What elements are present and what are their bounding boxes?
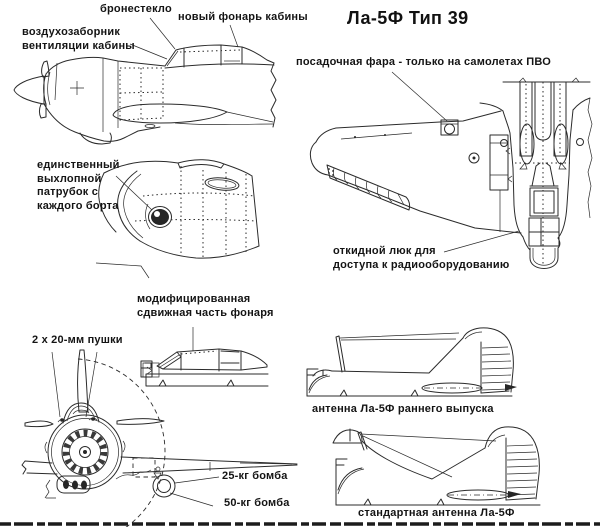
cannon-leaders <box>51 351 98 418</box>
lightening-hole <box>519 123 535 165</box>
oil-cooler <box>56 475 91 494</box>
fuselage-side-view-drawing <box>13 17 277 145</box>
antenna-wires-early <box>339 332 460 341</box>
tail-cone-bottom <box>529 247 559 269</box>
bomb25-leader <box>174 476 220 484</box>
propeller-blade-right <box>116 418 165 425</box>
armored-glass-leader <box>149 17 176 50</box>
top-opening <box>204 177 240 191</box>
stabilizer-attach-strips <box>519 81 567 157</box>
windscreen <box>164 49 177 67</box>
label-single-exhaust: единственный выхлопной патрубок с каждог… <box>37 159 120 212</box>
bomb50-leader <box>169 492 214 507</box>
break-line <box>270 62 277 128</box>
section-marker <box>142 362 160 378</box>
leading-edge-slat-band <box>326 164 411 211</box>
label-radio-hatch: откидной люк для доступа к радиооборудов… <box>333 245 510 271</box>
new-canopy-leader <box>229 24 239 48</box>
antenna-wires-standard <box>360 433 497 478</box>
spar-fairing <box>489 134 509 191</box>
propeller-blade-left <box>24 420 54 428</box>
rudder-ribs-standard <box>506 444 539 496</box>
standard-antenna-drawing <box>332 426 541 506</box>
early-antenna-drawing <box>306 327 517 397</box>
exhaust-leader <box>115 175 153 211</box>
tail-fin-standard <box>484 426 540 500</box>
label-modified-canopy: модифицированная сдвижная часть фонаря <box>137 293 274 319</box>
tail-cone-funnel <box>529 162 559 187</box>
vent-intake-leader <box>129 43 168 60</box>
antenna-mast-early <box>335 335 346 373</box>
tail-fin-early <box>462 327 514 393</box>
antenna-mast-standard <box>357 431 368 451</box>
chin-scoop <box>79 132 112 145</box>
wing-root-hatched <box>112 103 228 124</box>
label-bomb-25: 25-кг бомба <box>222 470 288 482</box>
bomb-50kg <box>152 474 176 498</box>
label-early-antenna: антенна Ла-5Ф раннего выпуска <box>312 403 494 415</box>
label-landing-light: посадочная фара - только на самолетах ПВ… <box>296 56 552 68</box>
landing-light <box>440 119 459 136</box>
canopy-outline <box>175 44 275 64</box>
front-view-drawing <box>21 349 298 527</box>
propeller-disc-arc <box>77 358 166 527</box>
spinner <box>13 75 45 105</box>
label-armored-glass: бронестекло <box>100 3 172 15</box>
label-cannons: 2 х 20-мм пушки <box>32 334 123 346</box>
bomb-25kg <box>157 479 171 493</box>
exhaust-port <box>151 209 169 225</box>
engine-cylinders <box>62 429 108 475</box>
wing-and-tail-structure-drawing <box>309 71 593 269</box>
canopy-detail-drawing <box>140 327 269 387</box>
right-break-edge <box>587 97 593 219</box>
landing-light-leader <box>391 71 448 122</box>
page-title: Ла-5Ф Тип 39 <box>347 8 469 28</box>
radio-hatch-leader <box>443 230 520 253</box>
exhaust-detail-drawing <box>95 159 260 279</box>
label-bomb-50: 50-кг бомба <box>224 497 290 509</box>
label-new-canopy: новый фонарь кабины <box>178 11 308 23</box>
rudder-ribs-early <box>481 346 513 391</box>
label-standard-antenna: стандартная антенна Ла-5Ф <box>358 507 515 519</box>
label-vent-intake: воздухозаборник вентиляции кабины <box>22 26 135 52</box>
cross-marking <box>70 81 84 95</box>
